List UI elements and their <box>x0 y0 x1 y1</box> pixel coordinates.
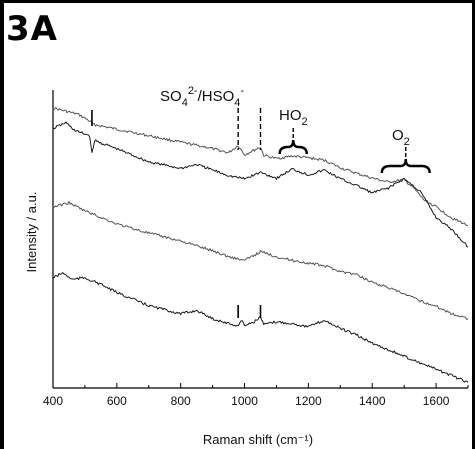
x-ticks: 400 600 800 1000 1200 1400 1600 <box>43 383 469 408</box>
x-tick-label: 800 <box>171 394 191 408</box>
x-tick-label: 1200 <box>295 394 322 408</box>
x-tick-label: 1000 <box>231 394 258 408</box>
annotation-o2-label: O2 <box>392 127 410 148</box>
o2-brace <box>380 158 431 174</box>
series-line-1 <box>52 107 469 227</box>
series-line-3 <box>52 201 469 320</box>
annotations: SO42-/HSO4- HO2 O2 <box>91 85 431 318</box>
series-line-4 <box>52 272 469 383</box>
x-tick-label: 600 <box>107 394 127 408</box>
axes <box>52 90 468 389</box>
annotation-sulfate-label: SO42-/HSO4- <box>160 85 244 109</box>
panel-label: 3A <box>6 9 58 49</box>
annotation-ho2-label: HO2 <box>279 107 308 128</box>
y-axis-label: Intensity / a.u. <box>24 192 39 273</box>
ho2-brace <box>278 139 308 155</box>
x-axis-label: Raman shift (cm⁻¹) <box>203 432 313 447</box>
series-layer <box>52 107 469 383</box>
x-tick-label: 1400 <box>359 394 386 408</box>
x-tick-label: 1600 <box>423 394 450 408</box>
series-line-2 <box>52 121 469 248</box>
x-tick-label: 400 <box>43 394 63 408</box>
